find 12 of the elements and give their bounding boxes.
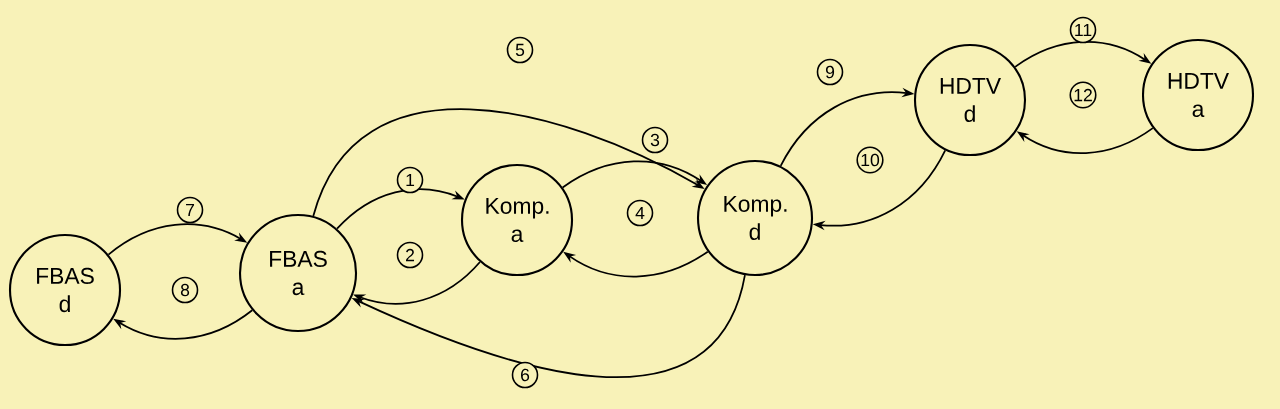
- edge-label: 3: [641, 126, 669, 154]
- edge-label: 11: [1069, 16, 1097, 44]
- edge-label: 5: [506, 36, 534, 64]
- edge-label: 4: [626, 199, 654, 227]
- edge-label: 8: [171, 276, 199, 304]
- edge-label: 10: [856, 146, 884, 174]
- edge-label: 12: [1069, 81, 1097, 109]
- edge-label: 7: [176, 196, 204, 224]
- edge-label: 6: [511, 361, 539, 389]
- edge-label: 2: [396, 241, 424, 269]
- edge-label: 1: [396, 166, 424, 194]
- edge-label: 9: [816, 58, 844, 86]
